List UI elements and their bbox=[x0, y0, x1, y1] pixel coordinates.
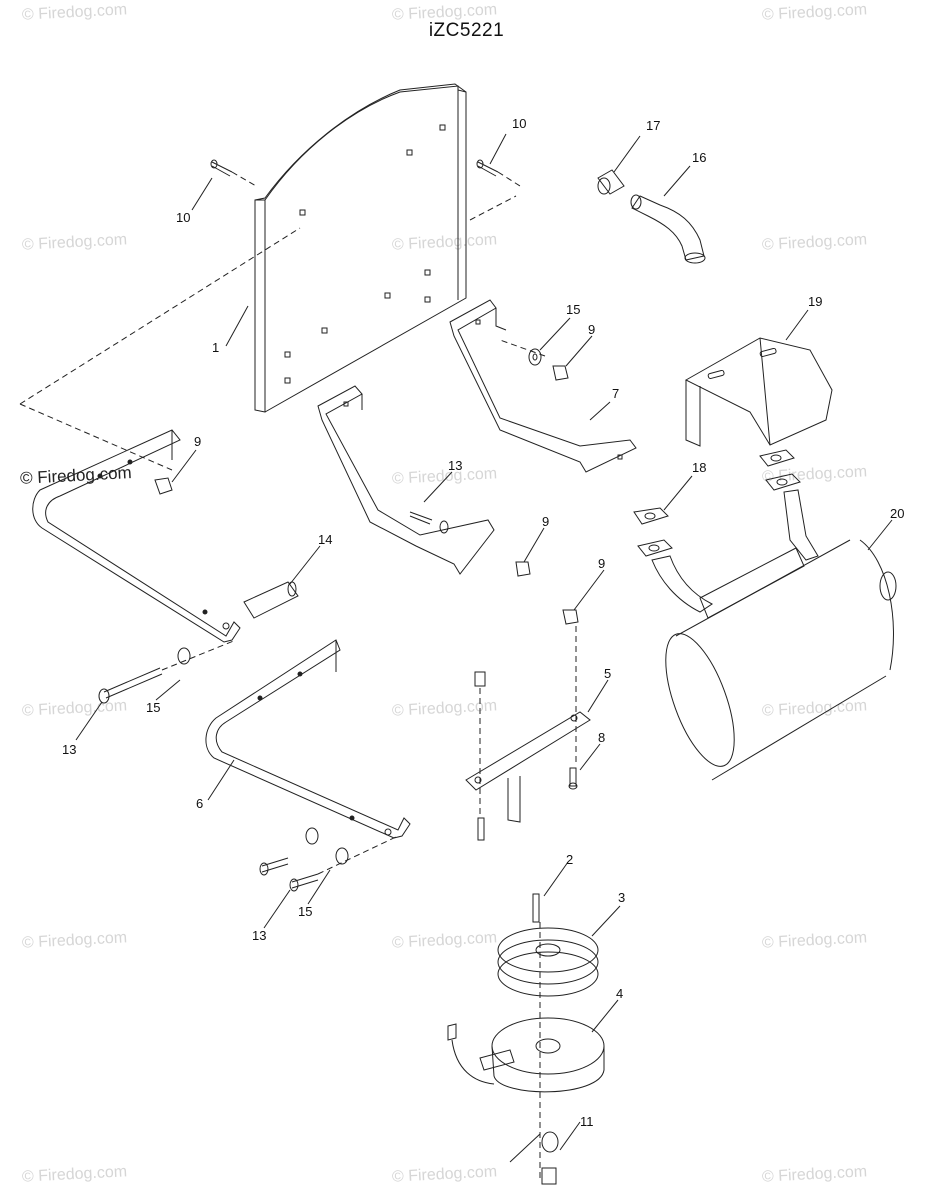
callout-4: 4 bbox=[616, 986, 623, 1001]
callout-15: 15 bbox=[298, 904, 312, 919]
part-1-plate bbox=[254, 83, 467, 413]
callout-17: 17 bbox=[646, 118, 660, 133]
part-15-washer bbox=[528, 348, 542, 366]
part-16-elbow-pipe bbox=[630, 194, 706, 264]
callout-15: 15 bbox=[566, 302, 580, 317]
part-3-pulley bbox=[497, 927, 599, 997]
diagram-title: iZC5221 bbox=[428, 20, 505, 41]
callout-15: 15 bbox=[146, 700, 160, 715]
part-13-strap bbox=[317, 385, 495, 575]
part-9-nut bbox=[154, 365, 579, 625]
callout-9: 9 bbox=[194, 434, 201, 449]
callout-10: 10 bbox=[512, 116, 526, 131]
part-13-bolt bbox=[98, 647, 349, 892]
callout-9: 9 bbox=[542, 514, 549, 529]
callout-3: 3 bbox=[618, 890, 625, 905]
callout-18: 18 bbox=[692, 460, 706, 475]
callout-9: 9 bbox=[588, 322, 595, 337]
callout-8: 8 bbox=[598, 730, 605, 745]
part-10-bolt bbox=[210, 159, 499, 177]
callout-7: 7 bbox=[612, 386, 619, 401]
callout-13: 13 bbox=[62, 742, 76, 757]
callout-20: 20 bbox=[890, 506, 904, 521]
callout-2: 2 bbox=[566, 852, 573, 867]
leader-lines bbox=[75, 133, 893, 1163]
callout-11: 11 bbox=[580, 1114, 594, 1129]
callout-13: 13 bbox=[252, 928, 266, 943]
part-17-coupling bbox=[597, 169, 625, 195]
callout-9: 9 bbox=[598, 556, 605, 571]
callout-5: 5 bbox=[604, 666, 611, 681]
part-20-muffler bbox=[651, 489, 897, 781]
part-4-clutch bbox=[447, 1017, 605, 1093]
callout-1: 1 bbox=[212, 340, 219, 355]
callout-10: 10 bbox=[176, 210, 190, 225]
part-19-heat-shield bbox=[684, 337, 833, 447]
part-8-bolt bbox=[568, 767, 578, 790]
part-11-nut bbox=[541, 1131, 559, 1185]
part-18-gasket bbox=[633, 449, 801, 557]
part-5-bracket bbox=[465, 671, 591, 841]
assembly-lines bbox=[19, 171, 577, 1180]
part-2-key bbox=[532, 893, 540, 923]
callout-13: 13 bbox=[448, 458, 462, 473]
part-7-strap bbox=[449, 299, 637, 473]
callout-14: 14 bbox=[318, 532, 332, 547]
upper-left-arm bbox=[32, 429, 241, 643]
callout-16: 16 bbox=[692, 150, 706, 165]
part-6-arm bbox=[205, 639, 411, 839]
callout-6: 6 bbox=[196, 796, 203, 811]
part-14-spacer bbox=[243, 581, 299, 619]
callout-19: 19 bbox=[808, 294, 822, 309]
